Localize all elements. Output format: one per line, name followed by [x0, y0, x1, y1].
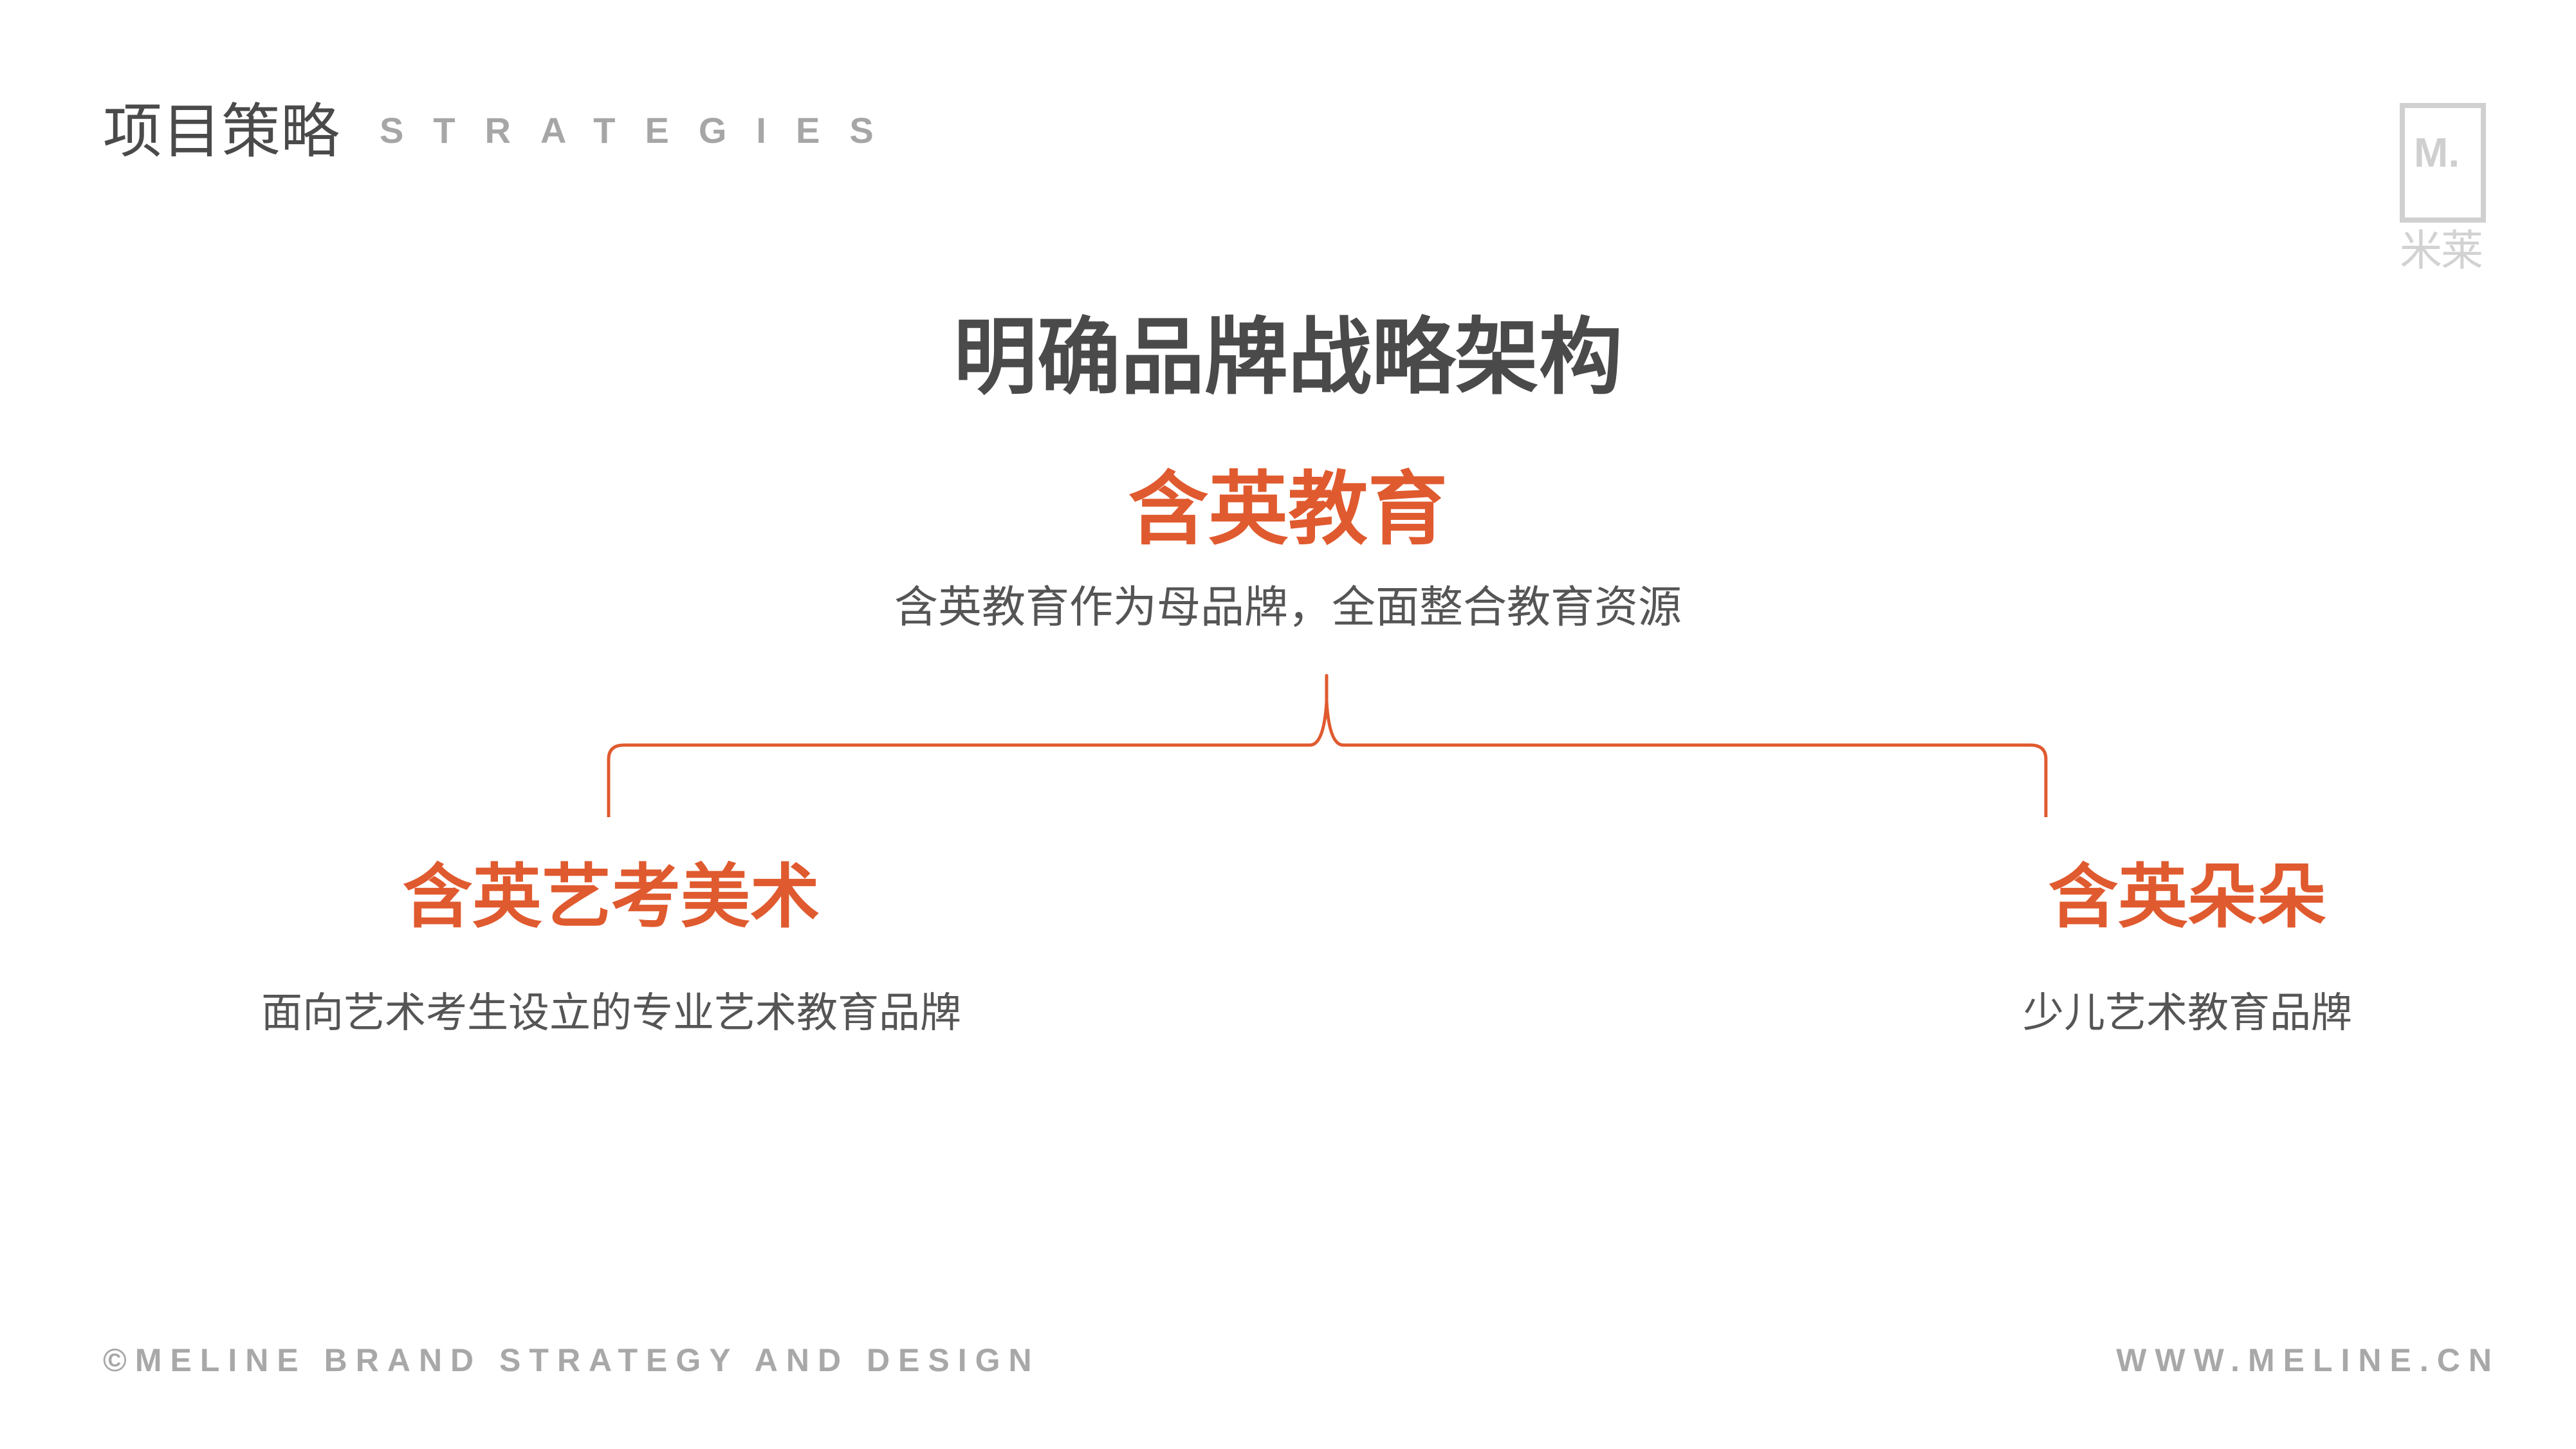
connector-bracket — [607, 674, 2048, 817]
footer-copyright: ©MELINE BRAND STRATEGY AND DESIGN — [103, 1342, 1040, 1378]
logo-mark: M. — [2414, 129, 2460, 176]
parent-brand-description: 含英教育作为母品牌，全面整合教育资源 — [894, 582, 1682, 633]
child-brand-description: 面向艺术考生设立的专业艺术教育品牌 — [261, 990, 961, 1037]
child-brand-name: 含英朵朵 — [2048, 857, 2326, 937]
logo-frame: M. — [2400, 103, 2486, 223]
diagram-title: 明确品牌战略架构 — [953, 308, 1623, 406]
hierarchy-connector — [607, 674, 2048, 817]
child-brand-description: 少儿艺术教育品牌 — [2023, 990, 2352, 1037]
footer-website: WWW.MELINE.CN — [2116, 1342, 2500, 1378]
section-title: 项目策略 — [103, 97, 340, 166]
child-brand-name: 含英艺考美术 — [402, 857, 820, 937]
parent-brand-name: 含英教育 — [1128, 463, 1448, 556]
section-title-en: STRATEGIES — [380, 110, 903, 151]
brand-logo: M. 米莱 — [2400, 103, 2496, 277]
logo-name: 米莱 — [2400, 226, 2483, 275]
